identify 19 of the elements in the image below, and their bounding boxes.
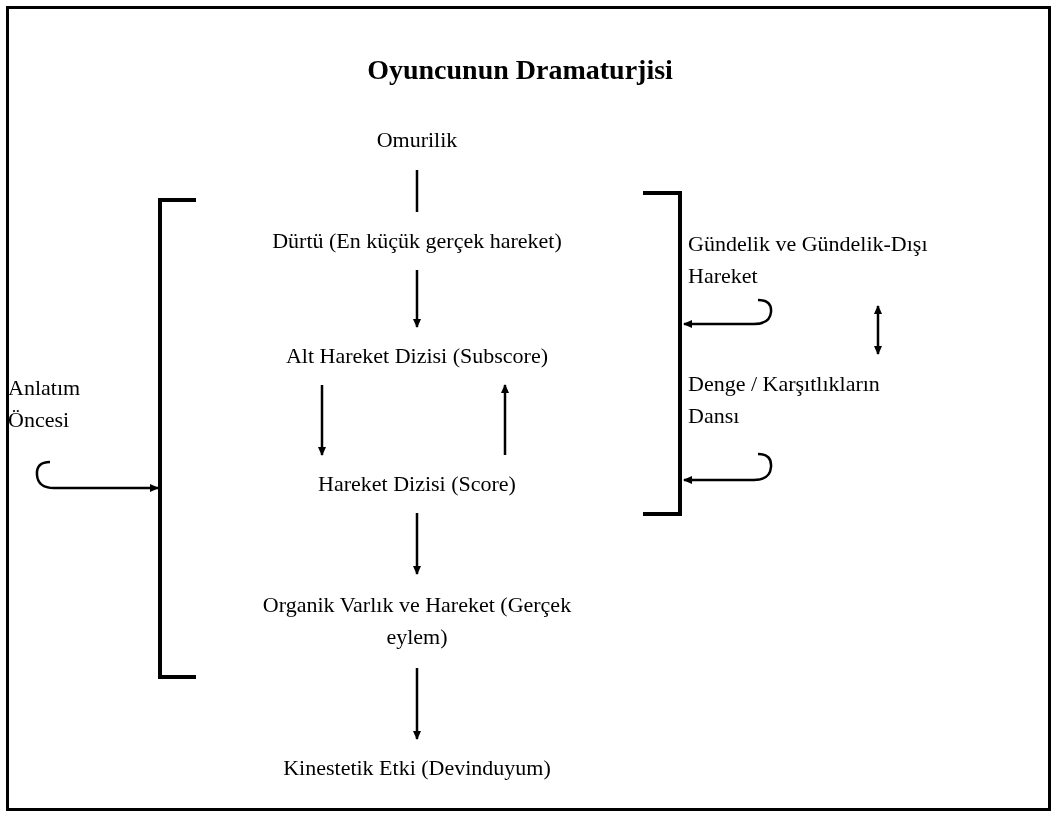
text-label: Gündelik ve Gündelik-Dışı Hareket — [688, 230, 929, 290]
text-label: Omurilik — [376, 126, 458, 154]
text-label: Denge / Karşıtlıkların Dansı — [688, 370, 881, 430]
text-label: Hareket Dizisi (Score) — [318, 470, 516, 498]
arrow — [874, 305, 882, 355]
arrow — [683, 298, 773, 328]
arrow — [413, 270, 421, 328]
arrow — [683, 452, 773, 484]
arrow — [413, 668, 421, 740]
diagram-title: Oyuncunun Dramaturjisi — [366, 53, 674, 87]
text-label: Dürtü (En küçük gerçek hareket) — [272, 227, 562, 255]
text-label: Organik Varlık ve Hareket (Gerçek eylem) — [261, 591, 573, 651]
arrow — [413, 513, 421, 575]
arrow — [35, 460, 159, 492]
text-label: Alt Hareket Dizisi (Subscore) — [285, 342, 549, 370]
arrow — [318, 385, 326, 456]
text-label: Kinestetik Etki (Devinduyum) — [283, 754, 551, 782]
text-label: Anlatım Öncesi — [8, 374, 82, 434]
arrow — [501, 384, 509, 455]
